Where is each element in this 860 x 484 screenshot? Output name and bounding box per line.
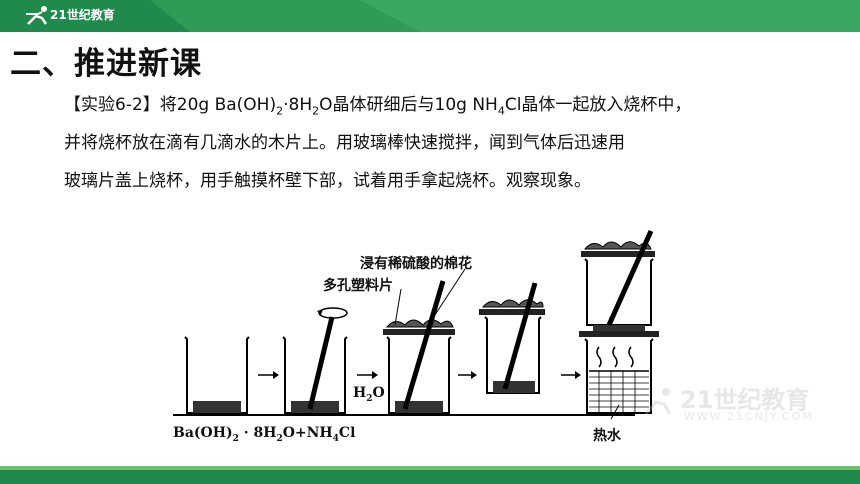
beaker-3 <box>383 280 455 414</box>
subscript: 2 <box>276 433 283 444</box>
label-plastic-sheet: 多孔塑料片 <box>323 278 393 294</box>
arrow-icon <box>357 371 378 379</box>
text-segment: Ba(OH) <box>173 425 233 441</box>
watermark: 21世纪教育 WWW.21CNJY.COM <box>640 378 830 438</box>
label-hot-water: 热水 <box>593 428 621 444</box>
runner-icon <box>26 6 48 25</box>
text-segment: Cl <box>338 425 356 441</box>
bottom-stripe <box>0 466 860 470</box>
arrow-icon <box>258 371 279 379</box>
beaker-1 <box>184 336 250 414</box>
subscript: 4 <box>497 104 505 118</box>
arrow-icon <box>561 371 581 379</box>
label-formula: Ba(OH)2 · 8H2O+NH4Cl <box>173 425 355 444</box>
beaker-stack-5 <box>579 229 659 414</box>
text-segment: O晶体研细后与10g NH <box>319 95 498 115</box>
beaker-4 <box>479 282 545 394</box>
runner-icon <box>644 388 672 415</box>
section-title: 二、推进新课 <box>10 46 202 82</box>
brand-logo-text: 21世纪教育 <box>50 8 115 22</box>
subscript: 4 <box>332 433 339 444</box>
experiment-diagram: 浸有稀硫酸的棉花 多孔塑料片 H2O Ba(OH)2 · 8H2O+NH4Cl … <box>165 225 675 465</box>
arrow-icon <box>458 371 477 379</box>
watermark-text: 21世纪教育 <box>680 386 810 414</box>
top-banner <box>0 0 860 32</box>
paragraph-line-3: 玻璃片盖上烧杯，用手触摸杯壁下部，试着用手拿起烧杯。观察现象。 <box>64 171 591 191</box>
text-segment: O+NH <box>282 425 333 441</box>
paragraph-line-1: 【实验6-2】将20g Ba(OH)2·8H2O晶体研细后与10g NH4Cl晶… <box>64 90 691 117</box>
label-cotton: 浸有稀硫酸的棉花 <box>360 256 472 272</box>
experiment-illustration <box>173 229 659 420</box>
subscript: 2 <box>276 104 284 118</box>
text-segment: · 8H <box>238 425 277 441</box>
beaker-2 <box>282 307 348 414</box>
bottom-banner <box>0 466 860 484</box>
text-segment: H <box>353 385 367 401</box>
brand-logo <box>22 4 122 28</box>
text-segment: Cl晶体一起放入烧杯中， <box>504 95 692 115</box>
label-water: H2O <box>353 385 385 404</box>
text-segment: ·8H <box>283 95 313 115</box>
text-segment: O <box>372 385 385 401</box>
subscript: 2 <box>312 104 320 118</box>
text-segment: 【实验6-2】将20g Ba(OH) <box>64 95 277 115</box>
subscript: 2 <box>366 393 373 404</box>
paragraph-line-2: 并将烧杯放在滴有几滴水的木片上。用玻璃棒快速搅拌，闻到气体后迅速用 <box>64 133 625 153</box>
subscript: 2 <box>232 433 239 444</box>
watermark-url: WWW.21CNJY.COM <box>684 410 814 423</box>
